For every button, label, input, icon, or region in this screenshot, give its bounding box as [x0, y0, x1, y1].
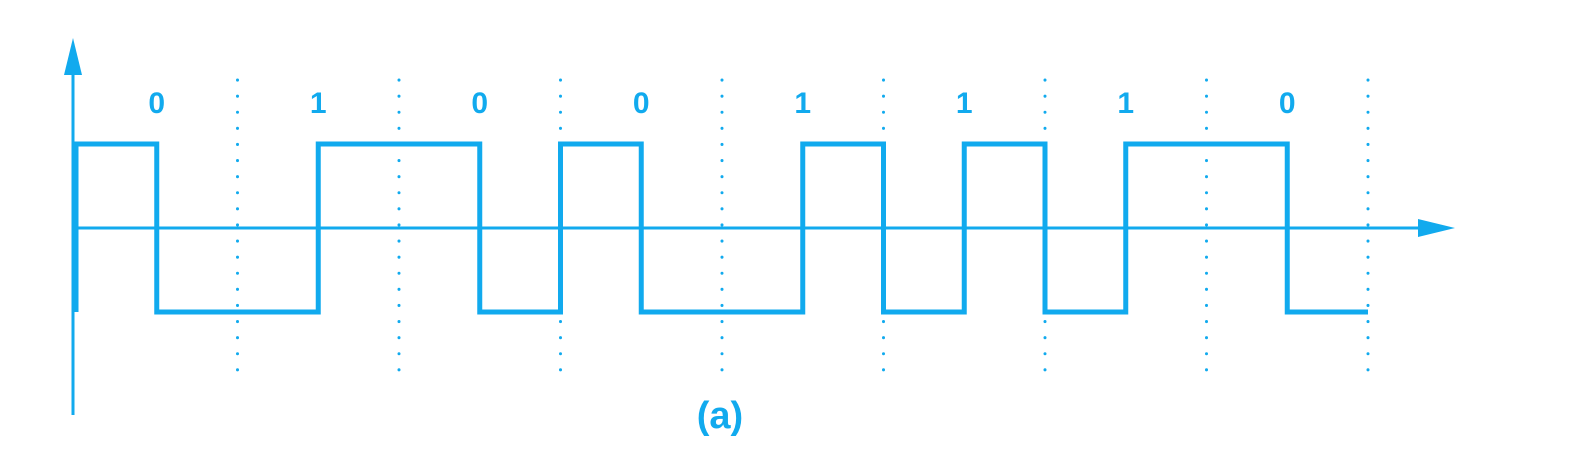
bit-label: 0: [1279, 87, 1296, 120]
bit-label: 0: [471, 87, 488, 120]
bit-label: 1: [310, 87, 327, 120]
encoded-waveform: [73, 141, 1368, 315]
bit-label: 0: [633, 87, 650, 120]
bit-label: 1: [794, 87, 811, 120]
bit-label: 1: [956, 87, 973, 120]
figure-caption: (a): [697, 395, 743, 437]
value-axis-arrowhead: [64, 38, 82, 75]
bit-label: 1: [1117, 87, 1134, 120]
bit-label: 0: [148, 87, 165, 120]
bit-labels: 0 1 0 0 1 1 1 0: [148, 87, 1295, 120]
bit-boundary-separators: [236, 78, 1370, 380]
time-axis-arrowhead: [1418, 219, 1455, 237]
